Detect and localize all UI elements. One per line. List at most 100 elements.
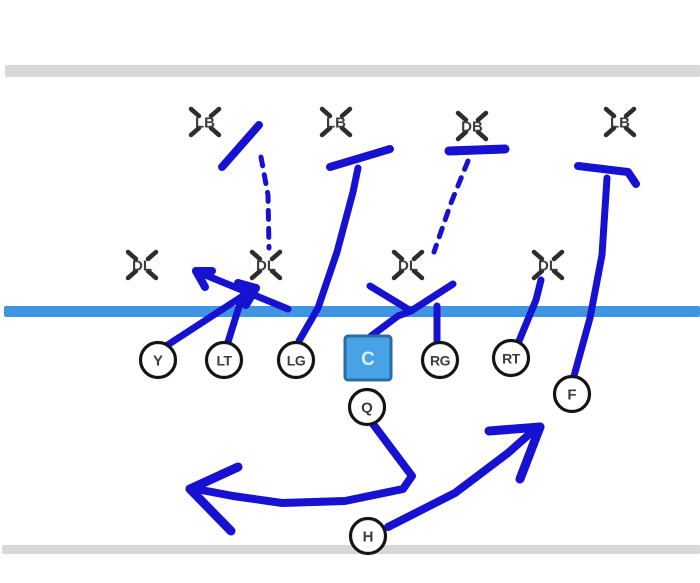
x-marker-dash-icon bbox=[475, 110, 489, 123]
defender-marker-lb-3[interactable]: LB bbox=[603, 106, 637, 138]
x-marker-dash-icon bbox=[339, 125, 353, 138]
top-sideline-bar bbox=[5, 65, 700, 77]
defender-marker-lb-0[interactable]: LB bbox=[188, 106, 222, 138]
defender-label: LB bbox=[610, 115, 630, 132]
defender-marker-dl-4[interactable]: DL bbox=[125, 249, 159, 281]
x-marker-dash-icon bbox=[145, 268, 159, 281]
defender-marker-lb-1[interactable]: LB bbox=[319, 106, 353, 138]
x-marker-dash-icon bbox=[411, 268, 425, 281]
player-label: Y bbox=[153, 353, 163, 370]
player-circle[interactable] bbox=[420, 340, 460, 380]
x-marker-dash-icon bbox=[125, 249, 139, 262]
defender-label: LB bbox=[326, 115, 346, 132]
x-marker-dash-icon bbox=[531, 268, 545, 281]
route-db-block-bar-stroke[interactable] bbox=[444, 144, 510, 156]
x-marker-dash-icon bbox=[269, 268, 283, 281]
x-marker-dash-icon bbox=[391, 268, 405, 281]
center-selected-square[interactable] bbox=[343, 334, 393, 382]
x-marker-dash-icon bbox=[455, 129, 469, 142]
x-marker-dash-icon bbox=[623, 106, 637, 119]
player-node-rg[interactable]: RG bbox=[420, 340, 460, 380]
x-marker-dash-icon bbox=[269, 249, 283, 262]
player-node-f[interactable]: F bbox=[552, 374, 592, 414]
route-f-route[interactable] bbox=[570, 174, 611, 380]
defender-marker-dl-6[interactable]: DL bbox=[391, 249, 425, 281]
route-q-route-arrowhead-barb bbox=[185, 484, 236, 536]
route-c-route[interactable] bbox=[367, 307, 415, 340]
player-node-y[interactable]: Y bbox=[138, 340, 178, 380]
route-rt-route[interactable] bbox=[515, 276, 545, 345]
route-lg-route-stroke[interactable] bbox=[295, 164, 362, 345]
x-marker-dash-icon bbox=[623, 125, 637, 138]
player-label: RG bbox=[430, 353, 451, 369]
route-lg-block-bar[interactable] bbox=[326, 145, 394, 171]
route-combo-v-block-stroke[interactable] bbox=[366, 280, 457, 315]
x-marker-dash-icon bbox=[551, 249, 565, 262]
route-lg-route[interactable] bbox=[295, 164, 362, 345]
player-node-rt[interactable]: RT bbox=[491, 338, 531, 378]
route-f-block-bar[interactable] bbox=[574, 162, 640, 188]
x-marker-dash-icon bbox=[249, 249, 263, 262]
route-f-block-bar-stroke[interactable] bbox=[574, 162, 640, 188]
route-c-route-stroke[interactable] bbox=[367, 307, 415, 340]
route-h-route-arrowhead-barb bbox=[515, 422, 545, 484]
route-q-route-arrowhead-barb bbox=[185, 462, 243, 494]
player-circle[interactable] bbox=[347, 387, 387, 427]
player-label: H bbox=[363, 529, 374, 546]
x-marker-dash-icon bbox=[188, 106, 202, 119]
route-h-route-arrowhead-barb bbox=[484, 422, 545, 436]
defender-label: DL bbox=[256, 258, 276, 275]
player-circle[interactable] bbox=[552, 374, 592, 414]
x-marker-dash-icon bbox=[531, 249, 545, 262]
route-q-route[interactable] bbox=[185, 420, 416, 536]
player-label: C bbox=[361, 349, 375, 370]
player-circle[interactable] bbox=[204, 340, 244, 380]
player-node-q[interactable]: Q bbox=[347, 387, 387, 427]
x-marker-dash-icon bbox=[411, 249, 425, 262]
route-lt-climb-path[interactable] bbox=[258, 154, 272, 251]
route-lt-route-stroke[interactable] bbox=[224, 293, 246, 346]
route-h-route-stroke[interactable] bbox=[384, 426, 538, 531]
player-label: LG bbox=[287, 353, 306, 369]
route-db-climb-path[interactable] bbox=[431, 158, 471, 255]
player-circle[interactable] bbox=[138, 340, 178, 380]
defender-marker-dl-7[interactable]: DL bbox=[531, 249, 565, 281]
defender-marker-db-2[interactable]: DB bbox=[455, 110, 489, 142]
x-marker-dash-icon bbox=[249, 268, 263, 281]
defender-marker-dl-5[interactable]: DL bbox=[249, 249, 283, 281]
player-node-lt[interactable]: LT bbox=[204, 340, 244, 380]
route-q-route-stroke[interactable] bbox=[192, 420, 416, 507]
route-rt-route-stroke[interactable] bbox=[515, 276, 545, 345]
player-circle[interactable] bbox=[348, 516, 388, 556]
x-marker-dash-icon bbox=[475, 129, 489, 142]
route-ol-cross-slash[interactable] bbox=[192, 267, 292, 313]
route-db-climb-path-stroke[interactable] bbox=[431, 158, 471, 255]
x-marker-dash-icon bbox=[319, 125, 333, 138]
route-lt-route[interactable] bbox=[224, 293, 246, 346]
player-circle[interactable] bbox=[276, 340, 316, 380]
route-combo-v-block[interactable] bbox=[366, 280, 457, 315]
player-label: Q bbox=[361, 400, 373, 417]
route-lg-block-bar-stroke[interactable] bbox=[326, 145, 394, 171]
x-marker-dash-icon bbox=[319, 106, 333, 119]
route-lt-climb-block-bar-stroke[interactable] bbox=[218, 121, 263, 171]
player-node-h[interactable]: H bbox=[348, 516, 388, 556]
route-lt-climb-block-bar[interactable] bbox=[218, 121, 263, 171]
route-lt-climb-path-stroke[interactable] bbox=[258, 154, 272, 251]
route-f-route-stroke[interactable] bbox=[570, 174, 611, 380]
route-h-route[interactable] bbox=[384, 422, 545, 531]
player-label: F bbox=[567, 387, 576, 404]
x-marker-dash-icon bbox=[208, 106, 222, 119]
player-node-lg[interactable]: LG bbox=[276, 340, 316, 380]
x-marker-dash-icon bbox=[188, 125, 202, 138]
bottom-sideline-bar bbox=[2, 545, 700, 554]
route-ol-cross-slash-stroke[interactable] bbox=[194, 268, 292, 313]
route-db-block-bar[interactable] bbox=[444, 144, 510, 156]
player-circle[interactable] bbox=[491, 338, 531, 378]
defender-label: DB bbox=[461, 119, 483, 136]
x-marker-dash-icon bbox=[603, 106, 617, 119]
player-node-c[interactable]: C bbox=[343, 334, 393, 382]
player-label: LT bbox=[216, 353, 232, 369]
x-marker-dash-icon bbox=[391, 249, 405, 262]
